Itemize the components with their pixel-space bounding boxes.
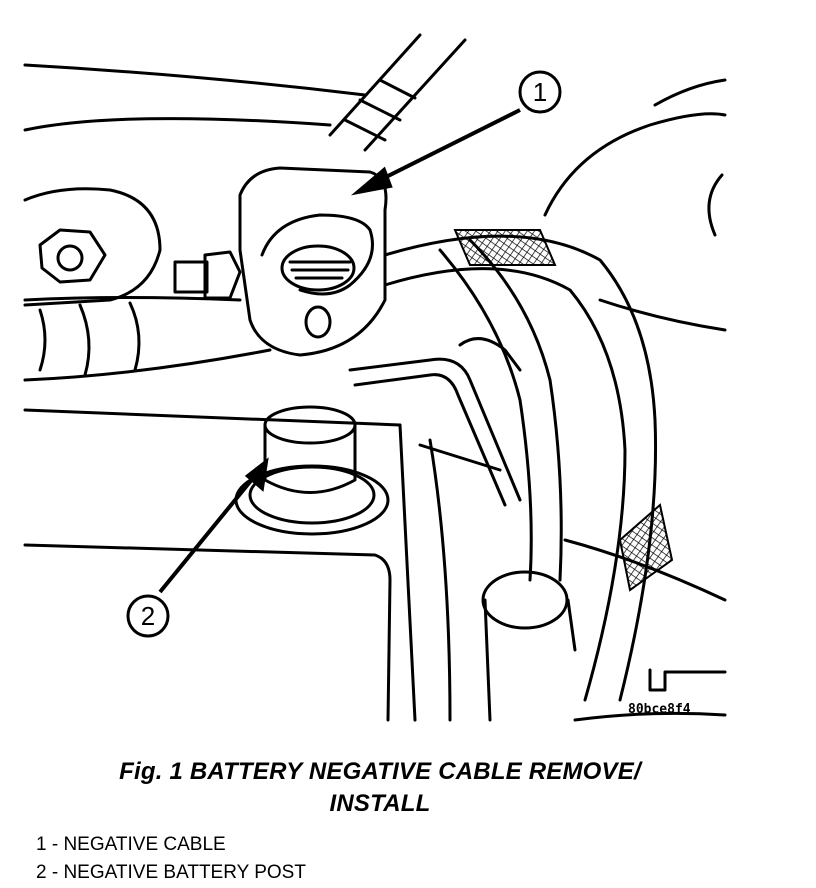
legend-item-2: 2 - NEGATIVE BATTERY POST (36, 862, 306, 883)
callout-2-arrowhead (244, 457, 269, 492)
upper-cable (328, 33, 422, 137)
figure-caption-line-2: INSTALL (329, 790, 431, 817)
battery-front-edge (23, 543, 392, 722)
right-housing-lower (598, 298, 727, 332)
battery-cable-illustration: 1 2 (23, 33, 727, 722)
callout-2-number: 2 (141, 601, 155, 631)
battery-top-edge (23, 408, 402, 427)
legend-item-1: 1 - NEGATIVE CABLE (36, 834, 226, 855)
cable-boot (481, 570, 569, 630)
hold-down-bracket (348, 357, 522, 502)
negative-battery-post (263, 423, 357, 494)
callout-1: 1 (518, 70, 562, 114)
housing-bump (707, 173, 724, 237)
right-housing-curve (543, 112, 727, 217)
hood-line (23, 63, 367, 97)
cable-wrap-lower (618, 503, 674, 592)
cable-wrap-upper (453, 229, 557, 266)
clamp-bolt (173, 260, 209, 294)
figure-caption-line-1: Fig. 1 BATTERY NEGATIVE CABLE REMOVE/ (119, 758, 641, 785)
callout-1-arrowhead (350, 166, 393, 196)
figure-reference-code: 80bce8f4 (628, 702, 691, 717)
top-edge-line (653, 78, 727, 107)
rear-curve (23, 117, 332, 132)
callout-1-number: 1 (533, 77, 547, 107)
left-component (23, 187, 162, 307)
callout-1-leader (371, 108, 521, 186)
left-bolt-hex (38, 228, 107, 284)
callout-2-leader (158, 470, 260, 594)
cable-clamp-body (238, 166, 388, 357)
callout-2: 2 (126, 594, 170, 638)
